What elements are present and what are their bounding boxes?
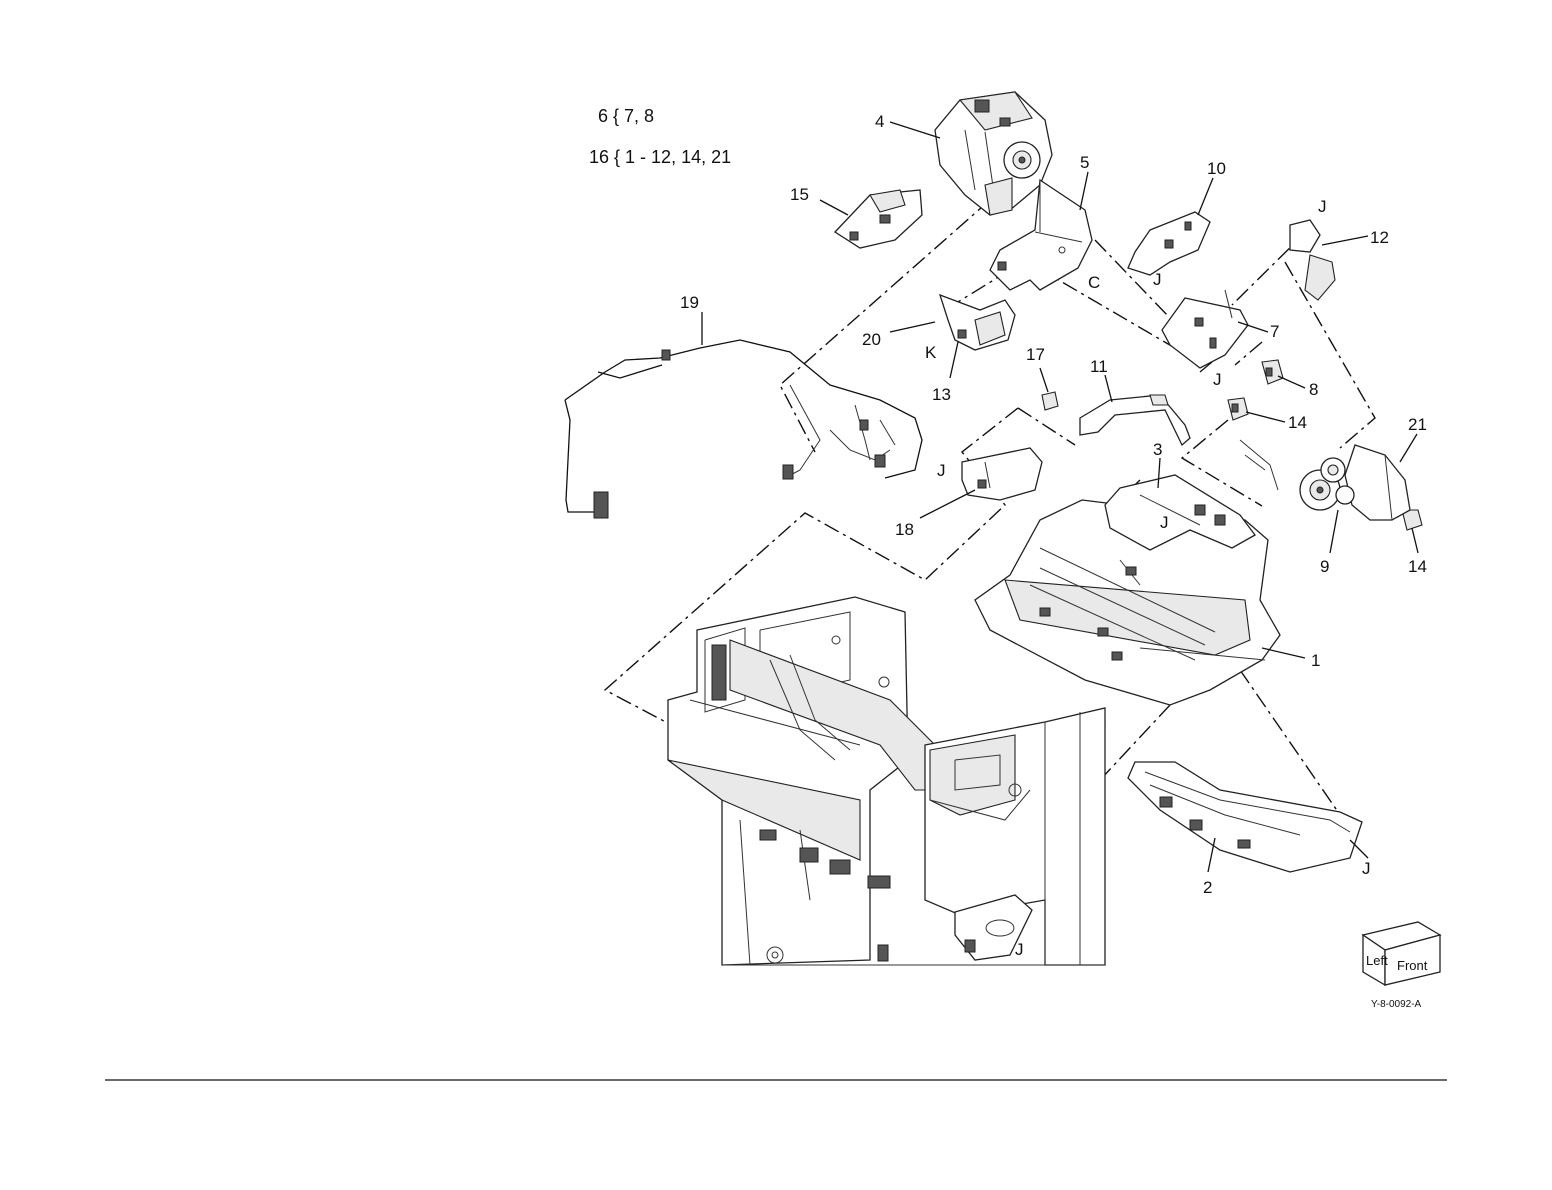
callout-2: 2 (1203, 878, 1212, 897)
letter-j-7: J (1015, 940, 1024, 959)
callout-18: 18 (895, 520, 914, 539)
legend-line-2: 16 { 1 - 12, 14, 21 (589, 147, 731, 167)
callout-4: 4 (875, 112, 884, 131)
callout-21: 21 (1408, 415, 1427, 434)
letter-j-3: J (1213, 370, 1222, 389)
part-13-20-bracket (940, 295, 1015, 350)
part-2-chute (1128, 762, 1362, 872)
letter-j-4: J (1160, 513, 1169, 532)
callout-10: 10 (1207, 159, 1226, 178)
callout-11: 11 (1090, 357, 1108, 376)
callout-20: 20 (862, 330, 881, 349)
letter-c: C (1088, 273, 1100, 292)
callout-15: 15 (790, 185, 809, 204)
callout-3: 3 (1153, 440, 1162, 459)
orientation-left-label: Left (1366, 953, 1388, 968)
callout-9: 9 (1320, 557, 1329, 576)
letter-j-6: J (1362, 859, 1371, 878)
callout-5: 5 (1080, 153, 1089, 172)
callout-7: 7 (1270, 322, 1279, 341)
callout-12: 12 (1370, 228, 1389, 247)
part-11-flat-cable (1080, 395, 1190, 445)
letter-j-5: J (937, 461, 946, 480)
legend: 6 { 7, 8 16 { 1 - 12, 14, 21 (589, 106, 731, 167)
callout-14-upper: 14 (1288, 413, 1307, 432)
part-18-guide (962, 448, 1042, 500)
orientation-cube: Left Front (1363, 922, 1440, 985)
part-15-sub-unit (835, 190, 922, 248)
figure-reference: Y-8-0092-A (1371, 999, 1422, 1010)
callout-8: 8 (1309, 380, 1318, 399)
callout-14-lower: 14 (1408, 557, 1427, 576)
legend-line-1: 6 { 7, 8 (598, 106, 654, 126)
part-4-motor-unit (935, 92, 1052, 215)
part-19-harness (565, 340, 922, 518)
part-7-bracket (1162, 290, 1248, 368)
part-12-actuator (1290, 220, 1335, 300)
orientation-front-label: Front (1397, 958, 1428, 973)
letter-k: K (925, 343, 937, 362)
letter-j-2: J (1153, 270, 1162, 289)
part-17-fastener (1042, 392, 1058, 410)
callout-19: 19 (680, 293, 699, 312)
callout-17: 17 (1026, 345, 1045, 364)
part-9-21-gear-drive (1300, 445, 1410, 520)
callout-13: 13 (932, 385, 951, 404)
callout-1: 1 (1311, 651, 1320, 670)
part-10-bracket (1128, 212, 1210, 275)
letter-j-1: J (1318, 197, 1327, 216)
